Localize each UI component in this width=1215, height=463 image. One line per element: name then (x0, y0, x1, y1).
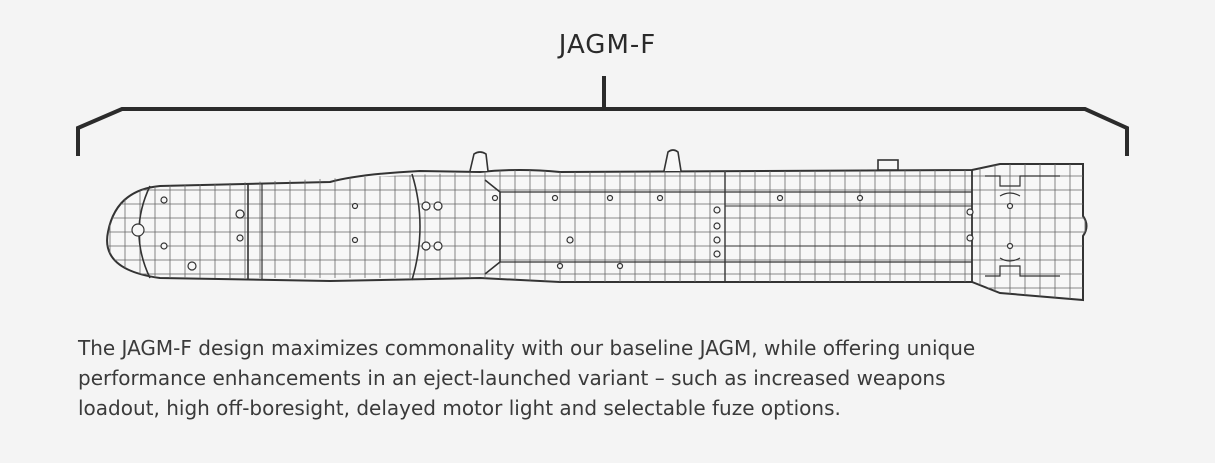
caption-line: loadout, high off-boresight, delayed mot… (78, 396, 841, 420)
missile-body (106, 149, 1088, 302)
missile-diagram (76, 76, 1129, 302)
caption-line: The JAGM-F design maximizes commonality … (78, 336, 976, 360)
caption-line: performance enhancements in an eject-lau… (78, 366, 946, 390)
length-bracket (76, 76, 1129, 156)
diagram-title: JAGM-F (558, 30, 657, 60)
caption: The JAGM-F design maximizes commonality … (78, 333, 1158, 423)
